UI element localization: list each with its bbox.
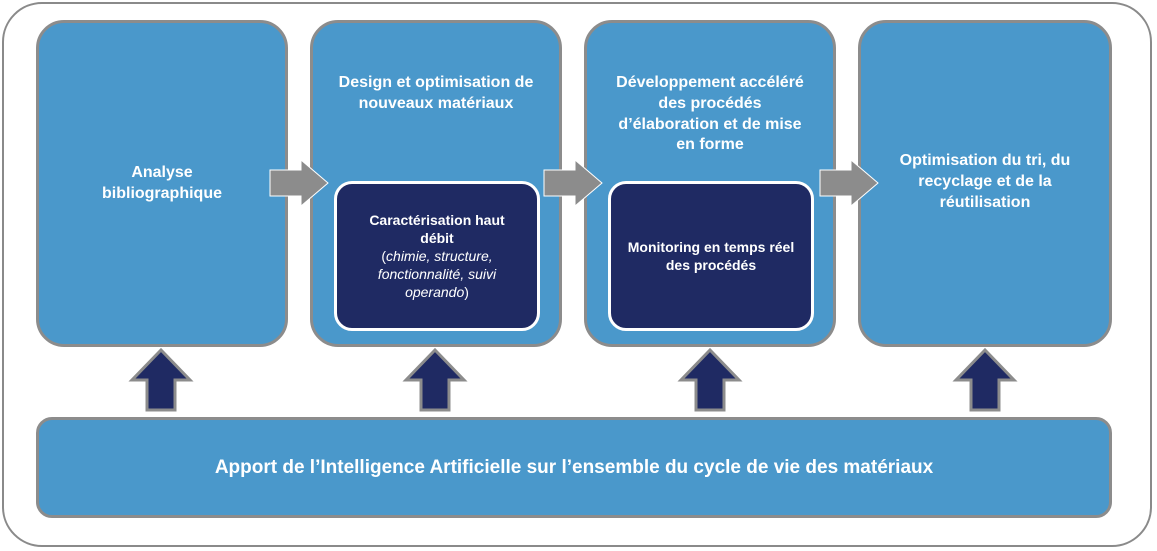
inner-title: Caractérisation haut débit [369,211,505,246]
ai-contribution-bar: Apport de l’Intelligence Artificielle su… [36,417,1112,518]
stage-developpement-procedes: Développement accéléré des procédés d’él… [584,20,836,347]
inner-title: Monitoring en temps réel des procédés [627,238,795,273]
stage-design-optimisation: Design et optimisation de nouveaux matér… [310,20,562,347]
inner-box-monitoring: Monitoring en temps réel des procédés [608,181,814,331]
inner-detail-italic: chimie, structure, fonctionnalité, suivi… [377,247,497,301]
stage-title: Optimisation du tri, du recyclage et de … [899,152,1071,211]
stage-analyse-bibliographique: Analyse bibliographique [36,20,288,347]
stage-optimisation-tri: Optimisation du tri, du recyclage et de … [858,20,1112,347]
up-arrow-icon [952,347,1018,412]
right-arrow-icon [543,158,603,208]
stage-title: Développement accéléré des procédés d’él… [616,74,804,154]
bar-label: Apport de l’Intelligence Artificielle su… [214,456,934,478]
right-arrow-icon [269,158,329,208]
up-arrow-icon [402,347,468,412]
right-arrow-icon [819,158,879,208]
inner-detail: (chimie, structure, fonctionnalité, suiv… [377,247,497,301]
up-arrow-icon [128,347,194,412]
inner-box-caracterisation: Caractérisation haut débit (chimie, stru… [334,181,540,331]
up-arrow-icon [677,347,743,412]
stage-title: Analyse bibliographique [102,164,222,202]
stage-title: Design et optimisation de nouveaux matér… [338,74,534,112]
